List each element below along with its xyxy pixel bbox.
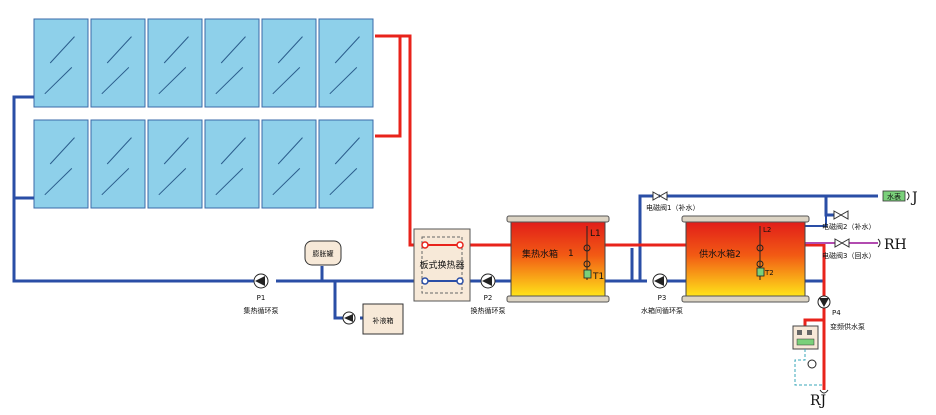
pressure-gauge-icon [807, 359, 817, 369]
valve-3: 电磁阀3（回水） [822, 238, 875, 260]
solar-panel [318, 18, 374, 108]
pump-makeup [342, 311, 356, 325]
tank2-temp-sensor [756, 267, 765, 277]
solar-panel [261, 18, 317, 108]
tank2-temp-label: T2 [764, 269, 774, 277]
plate-heat-exchanger: 板式换热器 [413, 228, 471, 302]
pump-icon [482, 276, 492, 286]
hot-pipes [375, 34, 826, 390]
solar-panel [261, 119, 317, 209]
solar-panel [90, 119, 146, 209]
valve-icon [652, 191, 668, 201]
vfd-controller [792, 325, 824, 386]
pump-icon [819, 298, 829, 307]
solar-panel [318, 119, 374, 209]
outlet-rj-label: RJ [810, 393, 826, 409]
solar-panel [33, 119, 89, 209]
collector-cold-pipe [12, 95, 268, 283]
cold-pipes [12, 95, 878, 320]
tank1-temp-sensor [583, 269, 592, 279]
supply-water-tank: 供水水箱2 L2 T2 [681, 215, 810, 303]
solar-panel [147, 18, 203, 108]
pump-p3: P3 水箱间循环泵 [641, 273, 683, 315]
pump-icon [654, 276, 664, 286]
expansion-tank: 膨胀罐 [304, 240, 342, 266]
pump-p1: P1 集热循环泵 [244, 273, 279, 315]
solar-panel [33, 18, 89, 108]
tank2-level-label: L2 [763, 226, 771, 234]
pump-p4: P4 变频供水泵 [817, 295, 865, 331]
solar-panel [90, 18, 146, 108]
valve-icon [833, 210, 849, 220]
p3-label: P3 [658, 294, 667, 302]
valve3-label: 电磁阀3（回水） [822, 251, 875, 260]
p1-label: P1 [257, 294, 266, 302]
outlet-rh: RH [877, 237, 907, 253]
tank1-number: 1 [568, 249, 574, 259]
tank2-name: 供水水箱2 [699, 248, 741, 260]
solar-collector-array [33, 18, 374, 209]
collector-water-tank: 集热水箱 1 L1 T1 [506, 215, 610, 303]
water-meter-label: 水表 [887, 192, 901, 201]
makeup-pipe [333, 281, 344, 320]
pump-icon [344, 314, 353, 322]
p2-label: P2 [484, 294, 493, 302]
valve2-label: 电磁阀2（补水） [822, 222, 875, 231]
tank1-temp-label: T1 [592, 272, 604, 282]
pump-p2: P2 换热循环泵 [471, 273, 506, 315]
tank1-name: 集热水箱 [522, 248, 558, 260]
solar-panel [147, 119, 203, 209]
makeup-tank-label: 补液箱 [373, 316, 394, 325]
valve1-label: 电磁阀1（补水） [646, 203, 699, 212]
valve-1: 电磁阀1（补水） [646, 191, 699, 212]
pump-icon [255, 276, 265, 286]
makeup-tank: 补液箱 [362, 303, 404, 335]
valve-icon [834, 238, 850, 248]
valve-2: 电磁阀2（补水） [822, 210, 875, 231]
plate-hx-label: 板式换热器 [419, 259, 464, 271]
outlet-rh-label: RH [884, 237, 907, 253]
p1-desc: 集热循环泵 [244, 306, 279, 315]
p3-desc: 水箱间循环泵 [641, 306, 683, 315]
p2-desc: 换热循环泵 [471, 306, 506, 315]
p4-desc: 变频供水泵 [830, 322, 865, 331]
solar-panel [204, 119, 260, 209]
outlet-j-label: J [910, 190, 918, 206]
p4-label: P4 [832, 309, 841, 317]
solar-panel [204, 18, 260, 108]
outlet-rj: RJ [810, 389, 829, 409]
water-meter: 水表 [882, 190, 906, 202]
valve2-pipe [805, 215, 827, 227]
tank1-level-label: L1 [590, 229, 601, 239]
outlet-j: J [906, 190, 918, 206]
expansion-tank-label: 膨胀罐 [313, 249, 334, 258]
